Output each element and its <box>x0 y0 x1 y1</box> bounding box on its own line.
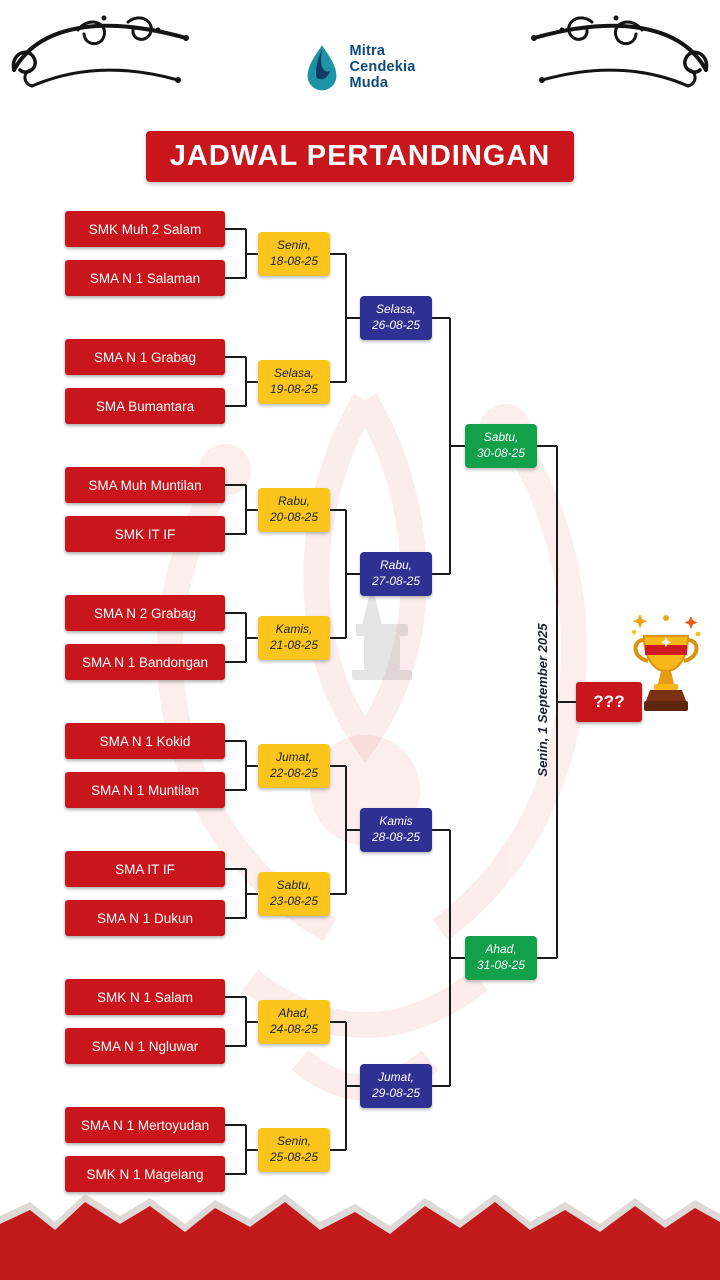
match-day: Ahad, <box>485 942 517 957</box>
team-box-16: SMK N 1 Magelang <box>65 1156 225 1192</box>
match-day: Sabtu, <box>276 878 312 893</box>
match-date: 27-08-25 <box>371 574 421 588</box>
match-date: 26-08-25 <box>371 318 421 332</box>
match-day: Rabu, <box>277 494 311 509</box>
trophy-icon <box>631 614 701 711</box>
logo-line-2: Cendekia <box>349 58 416 75</box>
team-box-7: SMA N 2 Grabag <box>65 595 225 631</box>
match-day: Kamis <box>379 814 413 829</box>
team-box-12: SMA N 1 Dukun <box>65 900 225 936</box>
match-r1-8: Senin, 25-08-25 <box>258 1128 330 1172</box>
match-date: 29-08-25 <box>371 1086 421 1100</box>
match-r2-1: Selasa, 26-08-25 <box>360 296 432 340</box>
match-date: 30-08-25 <box>476 446 526 460</box>
team-box-9: SMA N 1 Kokid <box>65 723 225 759</box>
match-day: Sabtu, <box>483 430 519 445</box>
match-day: Senin, <box>276 238 312 253</box>
match-date: 19-08-25 <box>269 382 319 396</box>
team-box-13: SMK N 1 Salam <box>65 979 225 1015</box>
water-drop-logo-icon <box>308 45 337 91</box>
page-title: JADWAL PERTANDINGAN <box>146 131 574 182</box>
team-box-14: SMA N 1 Ngluwar <box>65 1028 225 1064</box>
champion-placeholder-box: ??? <box>576 682 642 722</box>
match-date: 31-08-25 <box>476 958 526 972</box>
match-date: 21-08-25 <box>269 638 319 652</box>
match-date: 28-08-25 <box>371 830 421 844</box>
match-day: Kamis, <box>275 622 313 637</box>
match-day: Selasa, <box>375 302 417 317</box>
org-logo: Mitra Cendekia Muda <box>0 42 720 92</box>
match-r1-1: Senin, 18-08-25 <box>258 232 330 276</box>
team-box-11: SMA IT IF <box>65 851 225 887</box>
team-box-3: SMA N 1 Grabag <box>65 339 225 375</box>
match-r1-2: Selasa, 19-08-25 <box>258 360 330 404</box>
team-box-1: SMK Muh 2 Salam <box>65 211 225 247</box>
match-date: 18-08-25 <box>269 254 319 268</box>
team-box-15: SMA N 1 Mertoyudan <box>65 1107 225 1143</box>
logo-line-3: Muda <box>349 75 389 92</box>
match-r1-3: Rabu, 20-08-25 <box>258 488 330 532</box>
match-day: Selasa, <box>273 366 315 381</box>
match-sf-2: Ahad, 31-08-25 <box>465 936 537 980</box>
match-r1-7: Ahad, 24-08-25 <box>258 1000 330 1044</box>
match-r2-4: Jumat, 29-08-25 <box>360 1064 432 1108</box>
match-r2-3: Kamis 28-08-25 <box>360 808 432 852</box>
org-logo-text: Mitra Cendekia Muda <box>349 43 415 92</box>
match-day: Senin, <box>276 1134 312 1149</box>
match-date: 24-08-25 <box>269 1022 319 1036</box>
team-box-6: SMK IT IF <box>65 516 225 552</box>
match-day: Rabu, <box>379 558 413 573</box>
team-box-8: SMA N 1 Bandongan <box>65 644 225 680</box>
match-date: 23-08-25 <box>269 894 319 908</box>
team-box-10: SMA N 1 Muntilan <box>65 772 225 808</box>
logo-line-1: Mitra <box>349 42 386 59</box>
final-date-label: Senin, 1 September 2025 <box>535 623 550 777</box>
match-r1-4: Kamis, 21-08-25 <box>258 616 330 660</box>
team-box-5: SMA Muh Muntilan <box>65 467 225 503</box>
torn-paper-footer <box>0 1194 720 1280</box>
match-r1-5: Jumat, 22-08-25 <box>258 744 330 788</box>
match-day: Jumat, <box>275 750 312 765</box>
corner-flourish-right <box>531 15 709 88</box>
match-r2-2: Rabu, 27-08-25 <box>360 552 432 596</box>
match-sf-1: Sabtu, 30-08-25 <box>465 424 537 468</box>
match-r1-6: Sabtu, 23-08-25 <box>258 872 330 916</box>
corner-flourish-left <box>11 15 189 88</box>
match-day: Jumat, <box>377 1070 414 1085</box>
match-date: 22-08-25 <box>269 766 319 780</box>
match-date: 25-08-25 <box>269 1150 319 1164</box>
match-day: Ahad, <box>278 1006 310 1021</box>
match-date: 20-08-25 <box>269 510 319 524</box>
team-box-2: SMA N 1 Salaman <box>65 260 225 296</box>
team-box-4: SMA Bumantara <box>65 388 225 424</box>
